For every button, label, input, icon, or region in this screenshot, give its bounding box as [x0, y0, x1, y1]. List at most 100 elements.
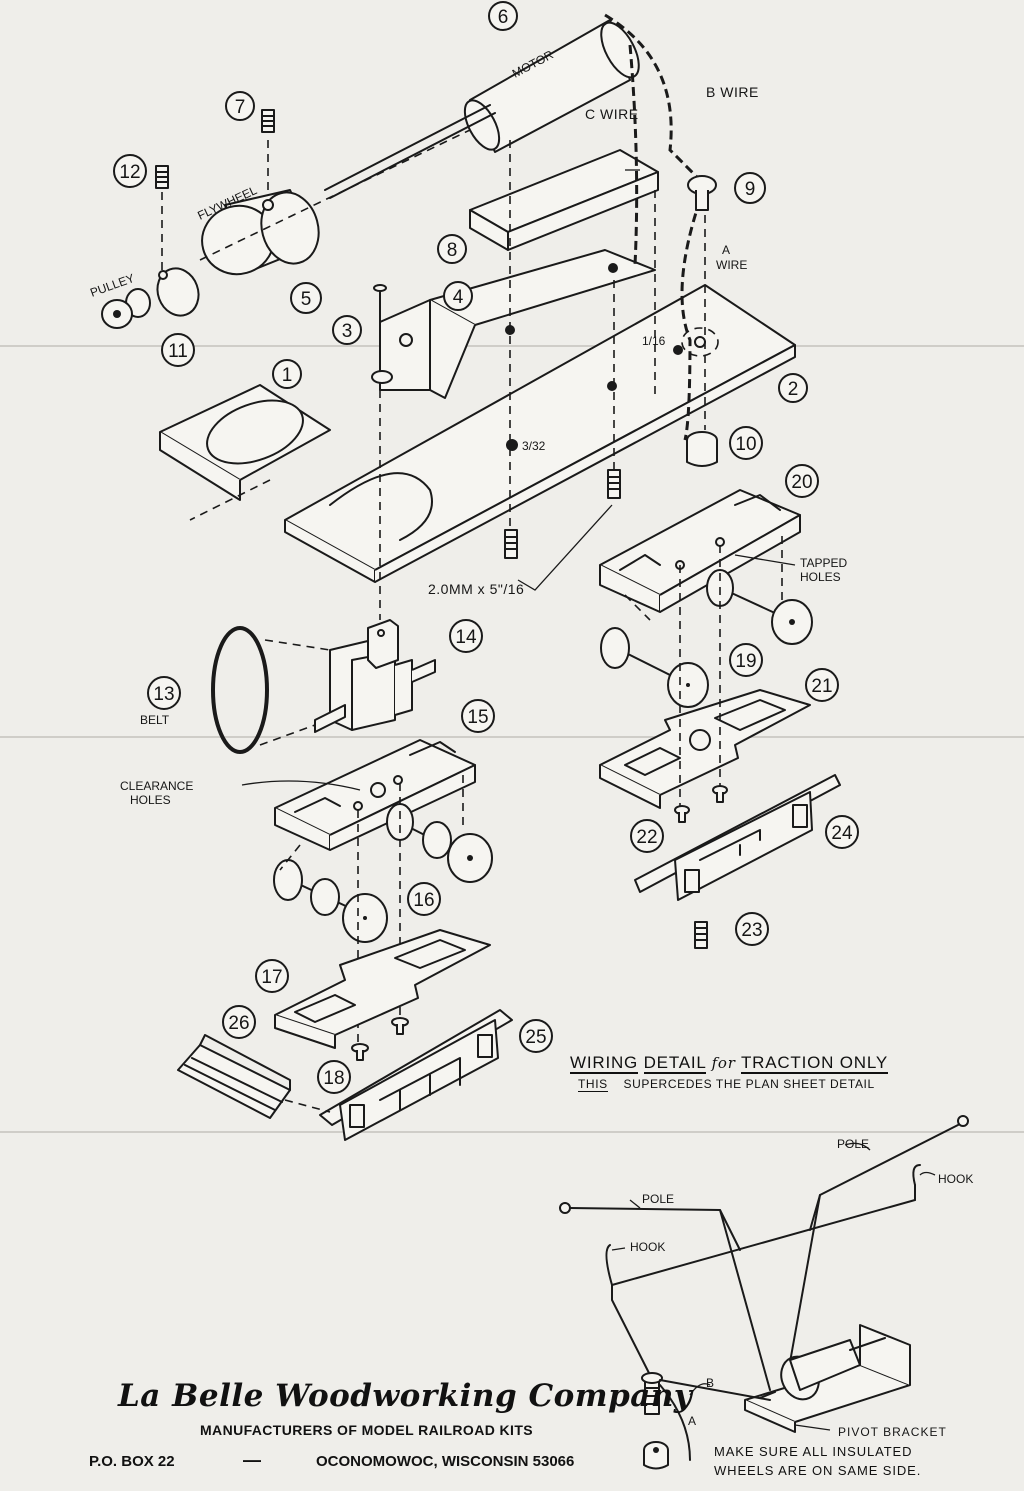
- svg-text:14: 14: [455, 627, 477, 648]
- svg-text:9: 9: [745, 179, 756, 200]
- wiring-detail-diagram: [559, 1115, 969, 1470]
- traction-only-words: TRACTION ONLY: [740, 1053, 888, 1074]
- spacer-10: [686, 431, 718, 467]
- wiring-title-word: WIRING: [570, 1053, 639, 1074]
- svg-text:4: 4: [453, 287, 464, 308]
- part-callout-5: 5: [290, 282, 322, 314]
- svg-text:19: 19: [735, 651, 756, 672]
- svg-text:16: 16: [413, 890, 434, 911]
- tapped-holes-label-2: HOLES: [800, 570, 841, 584]
- part-callout-17: 17: [255, 959, 289, 993]
- part-callout-26: 26: [222, 1005, 256, 1039]
- a-wire: [680, 199, 702, 441]
- company-name: La Belle Woodworking Company: [118, 1378, 693, 1414]
- detail-title-word: DETAIL: [643, 1053, 707, 1074]
- note-line-2: WHEELS ARE ON SAME SIDE.: [714, 1463, 922, 1478]
- svg-text:13: 13: [153, 684, 174, 705]
- hook-label-right: HOOK: [938, 1172, 973, 1186]
- c-wire: [628, 44, 639, 266]
- screw-size-label: 2.0MM x 5"/16: [428, 581, 524, 597]
- motor: MOTOR: [324, 19, 640, 199]
- clearance-holes-label: CLEARANCE: [120, 779, 193, 793]
- part-callout-14: 14: [449, 619, 483, 653]
- part-callout-10: 10: [729, 426, 763, 460]
- svg-text:25: 25: [525, 1027, 546, 1048]
- part-callout-25: 25: [519, 1019, 553, 1053]
- svg-text:15: 15: [467, 707, 488, 728]
- truck-plate-21: [599, 689, 811, 809]
- svg-text:7: 7: [235, 97, 246, 118]
- svg-text:2: 2: [788, 379, 799, 400]
- base-plate: [284, 284, 796, 583]
- pivot-bracket-label: PIVOT BRACKET: [838, 1425, 947, 1439]
- city-address: OCONOMOWOC, WISCONSIN 53066: [316, 1453, 575, 1470]
- this-word: THIS: [578, 1077, 608, 1092]
- part-callout-3: 3: [332, 315, 362, 345]
- part-callout-21: 21: [805, 668, 839, 702]
- paper-fold-line: [0, 345, 1024, 347]
- b-wire-label: B WIRE: [706, 84, 759, 100]
- svg-text:5: 5: [301, 289, 312, 310]
- part-callout-12: 12: [113, 154, 147, 188]
- svg-text:18: 18: [323, 1068, 344, 1089]
- flywheel: FLYWHEEL: [195, 183, 320, 276]
- part-callout-19: 19: [729, 643, 763, 677]
- truck-plate-17: [274, 929, 491, 1049]
- screw-22b: [712, 785, 728, 803]
- svg-text:12: 12: [119, 162, 140, 183]
- part-callout-6: 6: [488, 1, 518, 31]
- svg-text:23: 23: [741, 920, 762, 941]
- truck-sideframe-25: [319, 1009, 513, 1141]
- part-callout-22: 22: [630, 819, 664, 853]
- drive-belt: [211, 626, 269, 754]
- part-callout-7: 7: [225, 91, 255, 121]
- b-wire: [604, 13, 707, 187]
- part-callout-18: 18: [317, 1060, 351, 1094]
- wheelset-19: [600, 569, 813, 708]
- svg-text:6: 6: [498, 7, 509, 28]
- supercedes-text: SUPERCEDES THE PLAN SHEET DETAIL: [623, 1077, 875, 1091]
- svg-text:8: 8: [447, 240, 458, 261]
- screw-18b: [391, 1017, 409, 1035]
- svg-text:3: 3: [342, 321, 353, 342]
- weight-bar: [469, 149, 659, 251]
- part-callout-1: 1: [272, 359, 302, 389]
- screw-left: [504, 529, 518, 559]
- part-callout-2: 2: [778, 373, 808, 403]
- part-callout-13: 13: [147, 676, 181, 710]
- belt-label: BELT: [140, 713, 170, 727]
- part-callout-4: 4: [443, 281, 473, 311]
- part-callout-11: 11: [161, 333, 195, 367]
- screw-23: [694, 921, 708, 949]
- gearbox-14: [314, 619, 436, 733]
- svg-text:20: 20: [791, 472, 812, 493]
- screw-22: [674, 805, 690, 823]
- svg-text:17: 17: [261, 967, 282, 988]
- pulley: PULLEY: [88, 267, 200, 329]
- svg-text:21: 21: [811, 676, 832, 697]
- set-screw-12: [155, 165, 169, 189]
- svg-text:1: 1: [282, 365, 293, 386]
- company-tagline: MANUFACTURERS OF MODEL RAILROAD KITS: [200, 1422, 534, 1438]
- wire-b-label: B: [706, 1376, 714, 1390]
- screw-18: [351, 1043, 369, 1061]
- paper-fold-line: [0, 1131, 1024, 1133]
- hook-label-left: HOOK: [630, 1240, 665, 1254]
- pivot-pin: [371, 284, 393, 384]
- part-callout-15: 15: [461, 699, 495, 733]
- a-wire-label: A: [722, 243, 730, 257]
- part-callout-8: 8: [437, 234, 467, 264]
- pole-label-left: POLE: [642, 1192, 674, 1206]
- motor-bracket: [379, 249, 656, 399]
- truck-sideframe-24: [634, 774, 841, 901]
- truck-frame-20: [599, 489, 801, 613]
- clearance-holes-label-2: HOLES: [130, 793, 171, 807]
- pilot-26: [177, 1034, 291, 1119]
- wire-a-label: A: [688, 1414, 696, 1428]
- part-callout-23: 23: [735, 912, 769, 946]
- three-32-label: 3/32: [522, 439, 546, 453]
- svg-text:11: 11: [168, 341, 188, 362]
- svg-text:10: 10: [735, 434, 756, 455]
- c-wire-label: C WIRE: [585, 106, 639, 122]
